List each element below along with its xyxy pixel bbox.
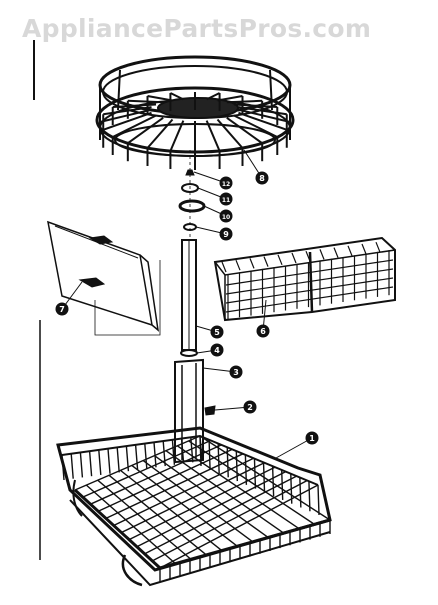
lower-rack bbox=[56, 426, 332, 587]
callout-flap: 7 bbox=[55, 281, 83, 316]
callout-label: 10 bbox=[222, 214, 230, 221]
part-12-shape bbox=[185, 169, 195, 176]
callout-part-11: 11 bbox=[197, 187, 233, 206]
callout-part-2: 2 bbox=[214, 400, 257, 414]
callout-part-9: 9 bbox=[195, 226, 233, 241]
callout-part-12: 12 bbox=[193, 171, 233, 190]
callout-label: 7 bbox=[59, 305, 65, 314]
callout-label: 1 bbox=[309, 434, 315, 443]
part-9-shape bbox=[183, 223, 197, 231]
part-2-shape bbox=[204, 405, 216, 416]
flap-assembly bbox=[47, 220, 161, 336]
callouts: 8 12 11 10 9 7 6 5 4 3 2 1 bbox=[55, 149, 319, 459]
callout-part-3: 3 bbox=[202, 365, 243, 379]
part-4-shape bbox=[180, 349, 198, 357]
callout-silverware-basket: 6 bbox=[256, 299, 270, 338]
callout-lower-rack: 1 bbox=[275, 431, 319, 459]
part-3-shape bbox=[174, 358, 204, 464]
callout-label: 11 bbox=[222, 197, 230, 204]
callout-label: 12 bbox=[222, 181, 230, 188]
callout-label: 4 bbox=[214, 346, 220, 355]
callout-label: 6 bbox=[260, 327, 266, 336]
callout-part-4: 4 bbox=[196, 343, 224, 357]
callout-part-10: 10 bbox=[203, 205, 233, 223]
small-parts-stack bbox=[178, 150, 206, 240]
upper-rack bbox=[95, 55, 295, 170]
callout-label: 9 bbox=[223, 230, 229, 239]
callout-upper-rack: 8 bbox=[243, 149, 269, 185]
callout-label: 3 bbox=[233, 368, 239, 377]
watermark-text: AppliancePartsPros.com bbox=[22, 14, 372, 43]
callout-label: 2 bbox=[247, 403, 253, 412]
callout-label: 5 bbox=[214, 328, 220, 337]
part-10-shape bbox=[178, 199, 206, 213]
center-tube bbox=[174, 239, 216, 464]
callout-tube: 5 bbox=[195, 325, 224, 339]
callout-label: 8 bbox=[259, 174, 265, 183]
silverware-basket bbox=[213, 236, 396, 322]
